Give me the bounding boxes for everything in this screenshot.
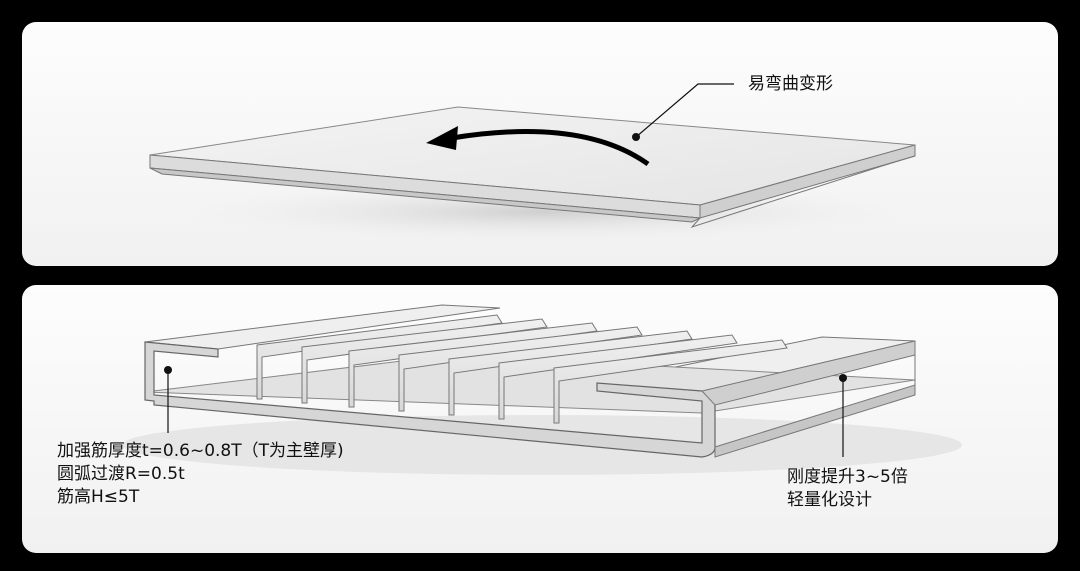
rib-spec-callout: 加强筋厚度t=0.6~0.8T（T为主壁厚) 圆弧过渡R=0.5t 筋高H≤5T (57, 440, 344, 509)
lightweight-text: 轻量化设计 (787, 490, 872, 510)
stiffness-text: 刚度提升3~5倍 (787, 467, 908, 487)
ribbed-profile-illustration (122, 304, 962, 475)
bend-arrow (451, 129, 650, 167)
rib-height-text: 筋高H≤5T (57, 487, 140, 507)
flat-plate-panel: 易弯曲变形 (22, 22, 1058, 266)
ribbed-profile-panel: 加强筋厚度t=0.6~0.8T（T为主壁厚) 圆弧过渡R=0.5t 筋高H≤5T… (22, 285, 1058, 553)
fillet-radius-text: 圆弧过渡R=0.5t (57, 464, 185, 484)
bend-deformation-label: 易弯曲变形 (748, 74, 833, 94)
rib-thickness-text: 加强筋厚度t=0.6~0.8T（T为主壁厚) (57, 441, 344, 461)
flat-plate-illustration (149, 83, 922, 244)
arrowhead-icon (426, 126, 458, 150)
benefit-callout: 刚度提升3~5倍 轻量化设计 (787, 466, 908, 512)
